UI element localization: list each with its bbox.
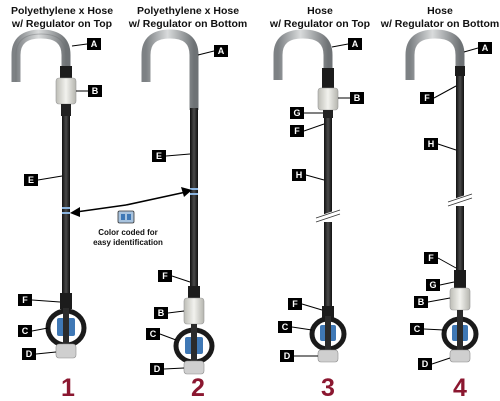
label-D: D bbox=[422, 359, 429, 369]
label-E: E bbox=[28, 175, 34, 185]
label-F: F bbox=[162, 271, 168, 281]
label-A: A bbox=[91, 39, 98, 49]
label-B: B bbox=[92, 86, 99, 96]
pipe-riser bbox=[11, 29, 71, 82]
label-G: G bbox=[293, 108, 300, 118]
riser-assembly-4 bbox=[405, 29, 479, 363]
label-H: H bbox=[428, 139, 435, 149]
part-labels: A B E F C D A E F B C D A B G F H F bbox=[18, 38, 492, 375]
panel-3-title-line1: Hose bbox=[307, 5, 333, 17]
flexible-hose bbox=[190, 108, 198, 294]
label-B: B bbox=[158, 308, 165, 318]
label-F: F bbox=[292, 299, 298, 309]
panel-1-title-line2: w/ Regulator on Top bbox=[11, 18, 112, 30]
label-F: F bbox=[424, 93, 430, 103]
panel-1-number: 1 bbox=[61, 374, 75, 401]
pressure-regulator bbox=[449, 287, 471, 311]
panel-4-title-line1: Hose bbox=[427, 5, 453, 17]
panel-2-title-line1: Polyethylene x Hose bbox=[137, 5, 239, 17]
label-G: G bbox=[429, 280, 436, 290]
color-code-annotation: Color coded for easy identification bbox=[70, 187, 192, 247]
label-C: C bbox=[150, 329, 157, 339]
pipe-riser bbox=[141, 29, 199, 110]
panel-3-number: 3 bbox=[321, 374, 335, 401]
label-B: B bbox=[354, 93, 361, 103]
sprinkler-base bbox=[317, 349, 339, 363]
panel-4-title-line2: w/ Regulator on Bottom bbox=[380, 18, 499, 30]
annotation-line2: easy identification bbox=[93, 238, 163, 247]
pressure-regulator bbox=[183, 297, 205, 325]
riser-assembly-3 bbox=[273, 29, 347, 363]
label-A: A bbox=[352, 39, 359, 49]
panel-3-title-line2: w/ Regulator on Top bbox=[269, 18, 370, 30]
pressure-regulator bbox=[55, 77, 77, 105]
panel-2-title-line2: w/ Regulator on Bottom bbox=[128, 18, 247, 30]
label-A: A bbox=[482, 43, 489, 53]
label-D: D bbox=[284, 351, 291, 361]
label-D: D bbox=[26, 349, 33, 359]
label-F: F bbox=[428, 253, 434, 263]
flexible-hose-lower bbox=[456, 206, 464, 272]
label-D: D bbox=[154, 364, 161, 374]
flexible-hose bbox=[324, 118, 332, 216]
sprinkler-base bbox=[449, 349, 471, 363]
label-E: E bbox=[156, 151, 162, 161]
panel-1-title-line1: Polyethylene x Hose bbox=[11, 5, 113, 17]
label-C: C bbox=[414, 324, 421, 334]
flexible-hose-lower bbox=[324, 222, 332, 306]
riser-assembly-1 bbox=[11, 29, 87, 359]
adapter-fitting bbox=[454, 270, 466, 288]
label-C: C bbox=[282, 322, 289, 332]
label-H: H bbox=[296, 170, 303, 180]
color-code-sample-icon bbox=[117, 210, 135, 224]
flexible-hose bbox=[456, 76, 464, 200]
riser-assembly-2 bbox=[141, 29, 215, 375]
adapter-fitting bbox=[60, 66, 72, 78]
pressure-regulator bbox=[317, 87, 339, 111]
label-C: C bbox=[22, 326, 29, 336]
flexible-hose bbox=[62, 116, 70, 294]
label-B: B bbox=[418, 297, 425, 307]
panel-4-number: 4 bbox=[453, 374, 467, 401]
annotation-line1: Color coded for bbox=[98, 228, 158, 237]
sprinkler-base bbox=[55, 343, 77, 359]
adapter-fitting bbox=[322, 68, 334, 88]
pipe-riser bbox=[405, 29, 465, 80]
label-A: A bbox=[218, 46, 225, 56]
label-F: F bbox=[294, 126, 300, 136]
panel-2-number: 2 bbox=[191, 374, 205, 401]
sprinkler-base bbox=[183, 360, 205, 375]
label-F: F bbox=[22, 295, 28, 305]
pipe-riser bbox=[273, 29, 333, 80]
